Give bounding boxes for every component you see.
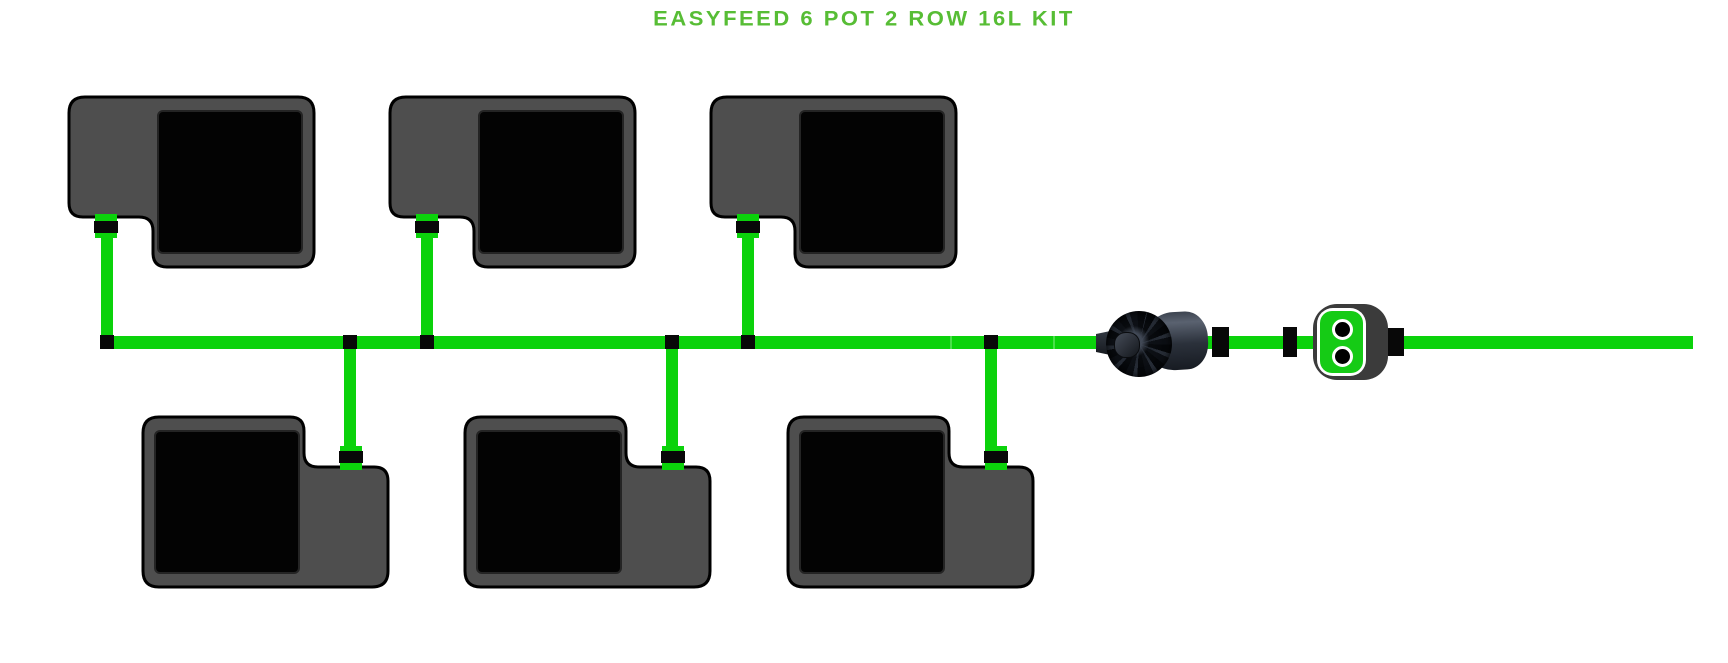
- riser-tube-top-3: [742, 230, 754, 336]
- outlet-port-icon: [1332, 319, 1353, 340]
- manifold-outlet-stub: [1387, 328, 1404, 356]
- riser-tube-bottom-1: [344, 349, 356, 453]
- tee-fitting: [984, 335, 998, 349]
- pot-top-3: [709, 95, 958, 269]
- pump-hub-icon: [1114, 332, 1140, 358]
- outlet-port-icon: [1332, 346, 1353, 367]
- pot-bottom-3: [786, 415, 1035, 589]
- pot-bottom-2: [463, 415, 712, 589]
- compression-fitting: [1212, 327, 1229, 357]
- tee-fitting: [665, 335, 679, 349]
- page-title: EASYFEED 6 POT 2 ROW 16L KIT: [653, 6, 1075, 31]
- tee-fitting: [420, 335, 434, 349]
- pot-top-2: [388, 95, 637, 269]
- tee-fitting: [343, 335, 357, 349]
- pot-top-1: [67, 95, 316, 269]
- pot-bottom-1: [141, 415, 390, 589]
- riser-tube-top-2: [421, 230, 433, 336]
- tee-fitting: [741, 335, 755, 349]
- riser-tube-bottom-3: [985, 349, 997, 453]
- tube-joint-seam: [1053, 336, 1055, 349]
- compression-fitting: [1283, 327, 1297, 357]
- riser-tube-bottom-2: [666, 349, 678, 453]
- tube-joint-seam: [950, 336, 952, 349]
- riser-tube-top-1: [101, 230, 113, 336]
- pump-impeller-icon: [1106, 311, 1172, 377]
- main-feed-tube: [100, 336, 1693, 349]
- elbow-fitting: [100, 335, 114, 349]
- easyfeed-outlet-manifold: [1313, 304, 1388, 380]
